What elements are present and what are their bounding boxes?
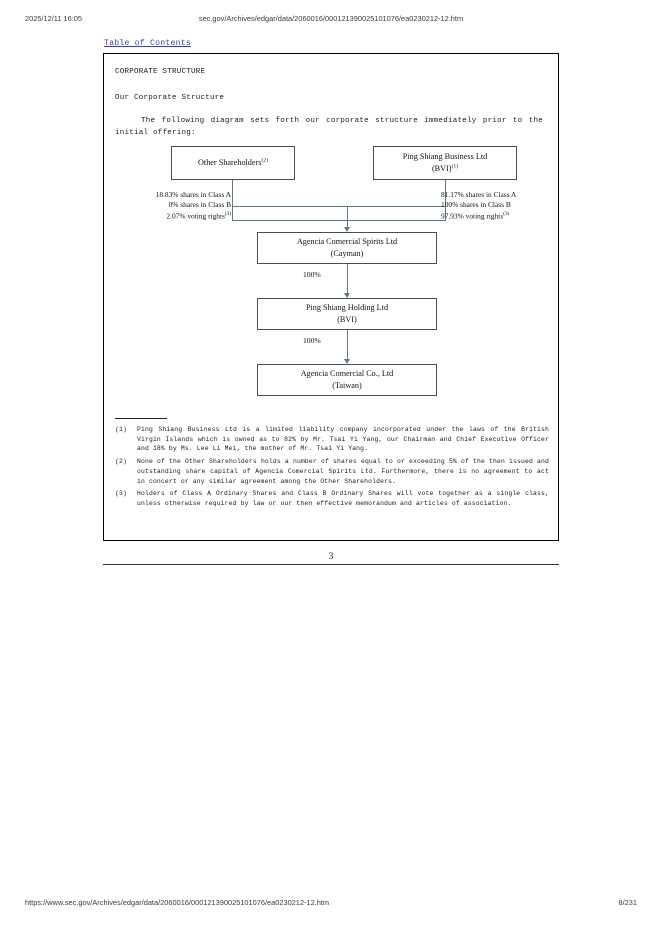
connector-horizontal-bus [232, 205, 446, 207]
ownership-right-class-b: 100% shares in Class B [441, 200, 511, 210]
connector-bus-right-drop [445, 205, 446, 220]
footnote-text: Ping Shiang Business Ltd is a limited li… [137, 426, 549, 453]
diagram-node-ping-shiang-business: Ping Shiang Business Ltd (BVI)(1) [373, 145, 517, 180]
connector-bus-left-drop [232, 205, 233, 220]
corporate-structure-diagram: Other Shareholders(2) Ping Shiang Busine… [115, 145, 549, 401]
arrowhead-into-holding [344, 292, 350, 298]
node-label-line2: (Cayman) [330, 248, 364, 258]
connector-other-down [232, 179, 233, 206]
footnote-text: None of the Other Shareholders holds a n… [137, 458, 549, 485]
ownership-left-voting: 2.07% voting rights [166, 211, 225, 220]
footnote-separator-rule [115, 418, 167, 419]
ownership-right-class-a: 81.17% shares in Class A [441, 189, 517, 199]
footnote-text: Holders of Class A Ordinary Shares and C… [137, 490, 549, 508]
page-title: CORPORATE STRUCTURE [115, 68, 206, 76]
edge-label-cayman-to-holding: 100% [303, 269, 321, 279]
print-footer-url: https://www.sec.gov/Archives/edgar/data/… [25, 898, 330, 907]
print-header-url: sec.gov/Archives/edgar/data/2060016/0001… [198, 14, 464, 23]
diagram-node-agencia-comercial-co: Agencia Comercial Co., Ltd (Taiwan) [257, 363, 437, 396]
connector-bus-lower [232, 219, 446, 221]
ownership-annotation-right: 81.17% shares in Class A 100% shares in … [441, 190, 553, 222]
footnote-ref-1: (1) [451, 162, 459, 169]
edge-label-holding-to-taiwan: 100% [303, 335, 321, 345]
node-label-line2: (BVI) [337, 314, 357, 324]
ownership-left-class-b: 0% shares in Class B [168, 200, 231, 210]
diagram-node-agencia-comercial-spirits: Agencia Comercial Spirits Ltd (Cayman) [257, 231, 437, 264]
arrowhead-into-taiwan [344, 358, 350, 364]
diagram-node-ping-shiang-holding: Ping Shiang Holding Ltd (BVI) [257, 297, 437, 330]
diagram-node-other-shareholders: Other Shareholders(2) [171, 145, 295, 180]
document-body-frame: CORPORATE STRUCTURE Our Corporate Struct… [103, 53, 559, 541]
ownership-left-class-a: 18.83% shares in Class A [155, 189, 231, 199]
connector-bus-to-cayman [347, 205, 348, 227]
intro-paragraph: The following diagram sets forth our cor… [115, 117, 543, 137]
browser-print-footer: https://www.sec.gov/Archives/edgar/data/… [0, 898, 662, 912]
footnote-number: (3) [115, 490, 127, 498]
node-label-line1: Other Shareholders [198, 157, 262, 167]
footnote-item: (3) Holders of Class A Ordinary Shares a… [115, 489, 549, 508]
print-footer-page-count: 8/231 [618, 898, 638, 907]
footnotes-list: (1) Ping Shiang Business Ltd is a limite… [115, 425, 549, 512]
browser-print-header: 2025/12/11 16:05 sec.gov/Archives/edgar/… [0, 14, 662, 28]
node-label-line1: Agencia Comercial Co., Ltd [300, 369, 394, 379]
node-label-line1: Agencia Comercial Spirits Ltd [296, 237, 398, 247]
connector-cayman-to-holding [347, 263, 348, 293]
page-number: 3 [328, 551, 334, 561]
node-label-line2: (BVI) [431, 163, 452, 173]
connector-psb-down [445, 179, 446, 206]
node-label-line1: Ping Shiang Business Ltd [402, 152, 488, 162]
node-label-line1: Ping Shiang Holding Ltd [305, 303, 389, 313]
connector-holding-to-taiwan [347, 329, 348, 359]
node-label-line2: (Taiwan) [332, 380, 362, 390]
footnote-item: (1) Ping Shiang Business Ltd is a limite… [115, 425, 549, 454]
ownership-right-voting: 97.93% voting rights [441, 211, 504, 220]
print-timestamp: 2025/12/11 16:05 [25, 14, 82, 23]
ownership-annotation-left: 18.83% shares in Class A 0% shares in Cl… [115, 190, 231, 222]
footnote-ref-3: (3) [503, 210, 510, 217]
subsection-title: Our Corporate Structure [115, 93, 225, 102]
footnote-number: (2) [115, 458, 127, 466]
table-of-contents-link[interactable]: Table of Contents [104, 39, 191, 48]
footnote-number: (1) [115, 426, 127, 433]
footnote-item: (2) None of the Other Shareholders holds… [115, 457, 549, 486]
footnote-ref-2: (2) [261, 157, 268, 164]
arrowhead-into-cayman [344, 226, 350, 232]
footnote-ref-3: (3) [224, 210, 231, 217]
page-bottom-rule [103, 564, 559, 565]
